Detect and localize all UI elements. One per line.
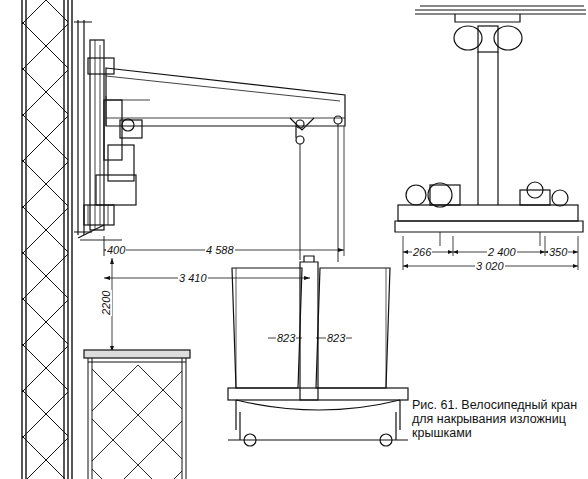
dimension-label: 4 588 bbox=[205, 244, 235, 256]
dimension-label: 266 bbox=[412, 246, 432, 258]
dimension-label: 400 bbox=[106, 244, 126, 256]
dimension-label: 2200 bbox=[100, 290, 112, 316]
figure-caption: Рис. 61. Велосипедный кран для накрывани… bbox=[412, 398, 582, 440]
dimension-label: 3 410 bbox=[178, 272, 208, 284]
dimension-label: 350 bbox=[548, 246, 568, 258]
dimension-label: 823 bbox=[326, 332, 346, 344]
dimension-label: 823 bbox=[276, 332, 296, 344]
dimension-label: 2 400 bbox=[487, 246, 517, 258]
dimension-label: 3 020 bbox=[475, 260, 505, 272]
